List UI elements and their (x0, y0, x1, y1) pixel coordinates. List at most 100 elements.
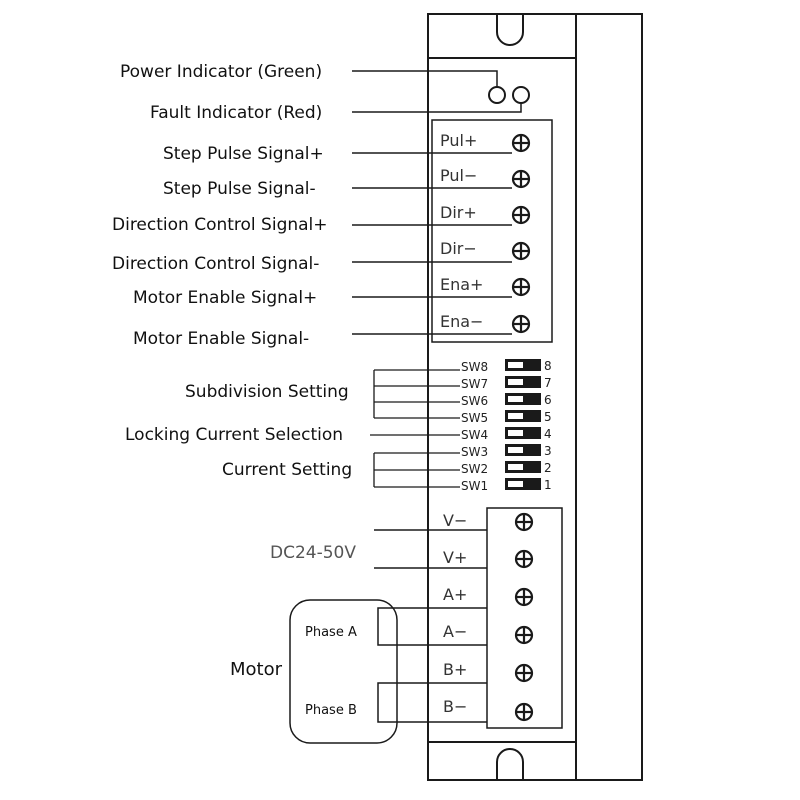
signal-terminal-pul-minus: Pul− (352, 166, 531, 189)
screw-terminal-icon (514, 702, 534, 722)
terminal-label: A− (443, 622, 467, 641)
dip-switch-label: SW2 (461, 462, 488, 476)
dip-switch-lever (508, 447, 523, 453)
subdivision-setting-label: Subdivision Setting (185, 382, 349, 402)
dip-switch-lever (508, 362, 523, 368)
dip-switch-label: SW3 (461, 445, 488, 459)
dip-switch-label: SW4 (461, 428, 488, 442)
dip-switch-block: SW8 8 SW7 7 SW6 6 SW5 5 SW4 4 (461, 359, 552, 493)
dip-switch-number: 6 (544, 393, 552, 407)
dip-switch-number: 2 (544, 461, 552, 475)
dip-switch-sw5[interactable]: SW5 5 (461, 410, 552, 425)
screw-terminal-icon (514, 512, 534, 532)
dir-plus-label: Direction Control Signal+ (112, 215, 328, 235)
power-supply-label: DC24-50V (270, 543, 356, 563)
step-pulse-plus-label: Step Pulse Signal+ (163, 144, 324, 164)
locking-current-label: Locking Current Selection (125, 425, 343, 445)
dip-switch-lever (508, 396, 523, 402)
terminal-label: Pul+ (440, 131, 477, 150)
dip-switch-sw3[interactable]: SW3 3 (461, 444, 552, 459)
dip-switch-number: 8 (544, 359, 552, 373)
terminal-label: Dir+ (440, 203, 477, 222)
housing-outline (427, 13, 643, 781)
power-led-icon (488, 86, 506, 104)
power-terminal-v-minus: V− (374, 511, 534, 532)
dip-switch-leaders (370, 369, 460, 488)
screw-terminal-icon (511, 205, 531, 225)
phase-b-label: Phase B (305, 703, 357, 718)
screw-terminal-icon (511, 169, 531, 189)
driver-housing (427, 13, 643, 781)
screw-terminal-icon (514, 625, 534, 645)
power-terminal-a-minus: A− (443, 622, 534, 645)
signal-terminal-block (431, 119, 553, 343)
terminal-label: Ena+ (440, 275, 483, 294)
signal-terminal-pul-plus: Pul+ (352, 131, 531, 154)
fault-indicator-leader (352, 103, 522, 113)
signal-terminal-dir-minus: Dir− (352, 239, 531, 263)
dip-switch-sw7[interactable]: SW7 7 (461, 376, 552, 391)
phase-a-label: Phase A (305, 625, 357, 640)
fault-led-icon (512, 86, 530, 104)
dip-switch-sw6[interactable]: SW6 6 (461, 393, 552, 408)
screw-terminal-icon (511, 277, 531, 297)
screw-terminal-icon (514, 549, 534, 569)
power-terminal-a-plus: A+ (443, 585, 534, 607)
phase-b-coil (377, 682, 487, 723)
phase-a-coil (377, 607, 487, 646)
led-indicators (488, 86, 530, 104)
fault-indicator-label: Fault Indicator (Red) (150, 103, 322, 123)
dir-minus-label: Direction Control Signal- (112, 254, 319, 274)
terminal-label: V− (443, 511, 467, 530)
dip-switch-label: SW8 (461, 360, 488, 374)
step-pulse-minus-label: Step Pulse Signal- (163, 179, 316, 199)
terminal-label: B+ (443, 660, 467, 679)
dip-switch-sw8[interactable]: SW8 8 (461, 359, 552, 374)
bottom-mounting-slot (496, 748, 524, 780)
dip-switch-number: 1 (544, 478, 552, 492)
signal-terminal-dir-plus: Dir+ (352, 203, 531, 226)
power-terminal-block (486, 507, 563, 729)
signal-terminal-ena-plus: Ena+ (352, 275, 531, 298)
dip-switch-sw4[interactable]: SW4 4 (461, 427, 552, 442)
motor-outline (289, 599, 398, 744)
screw-terminal-icon (514, 587, 534, 607)
dip-switch-number: 5 (544, 410, 552, 424)
motor-wiring (289, 599, 487, 744)
dip-switch-label: SW7 (461, 377, 488, 391)
dip-switch-lever (508, 413, 523, 419)
dip-switch-number: 4 (544, 427, 552, 441)
dip-switch-label: SW1 (461, 479, 488, 493)
power-indicator-leader (352, 70, 498, 87)
dip-switch-sw1[interactable]: SW1 1 (461, 478, 552, 493)
ena-plus-label: Motor Enable Signal+ (133, 288, 317, 308)
power-indicator-label: Power Indicator (Green) (120, 62, 322, 82)
dip-switch-lever (508, 430, 523, 436)
dip-switch-sw2[interactable]: SW2 2 (461, 461, 552, 476)
screw-terminal-icon (511, 241, 531, 261)
dip-switch-label: SW6 (461, 394, 488, 408)
dip-switch-number: 3 (544, 444, 552, 458)
power-terminal-b-plus: B+ (443, 660, 534, 683)
motor-label: Motor (230, 659, 283, 680)
terminal-label: A+ (443, 585, 467, 604)
current-setting-label: Current Setting (222, 460, 352, 480)
signal-terminal-ena-minus: Ena− (352, 312, 531, 335)
screw-terminal-icon (514, 663, 534, 683)
top-mounting-slot (496, 14, 524, 46)
terminal-label: V+ (443, 548, 467, 567)
dip-switch-lever (508, 379, 523, 385)
terminal-label: Ena− (440, 312, 483, 331)
screw-terminal-icon (511, 314, 531, 334)
dip-switch-lever (508, 481, 523, 487)
dip-switch-lever (508, 464, 523, 470)
screw-terminal-icon (511, 133, 531, 153)
terminal-label: Pul− (440, 166, 477, 185)
terminal-label: Dir− (440, 239, 477, 258)
terminal-label: B− (443, 697, 467, 716)
power-terminal-b-minus: B− (443, 697, 534, 722)
power-terminal-v-plus: V+ (374, 548, 534, 569)
dip-switch-label: SW5 (461, 411, 488, 425)
dip-switch-number: 7 (544, 376, 552, 390)
